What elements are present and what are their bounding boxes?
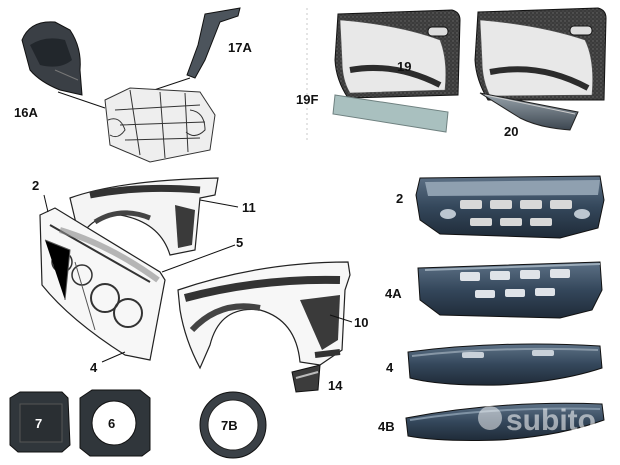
label-4a-bumper: 4A (385, 286, 402, 301)
label-4b: 4 (386, 360, 394, 375)
part-6-ring (79, 389, 151, 457)
part-7-bracket (9, 391, 71, 453)
label-17a: 17A (228, 40, 252, 55)
part-16a-inner-panel (21, 21, 83, 96)
label-2a: 2 (32, 178, 39, 193)
part-20-sill (479, 92, 579, 131)
watermark-text: subito (506, 404, 596, 437)
label-11: 11 (242, 200, 256, 215)
leader-10 (329, 314, 353, 323)
watermark-logo: subito (478, 404, 596, 437)
label-7b: 7B (221, 418, 238, 433)
leader-2a (43, 194, 49, 213)
label-16a: 16A (14, 105, 38, 120)
part-4b-bumper (405, 402, 605, 441)
part-17a-pillar (186, 7, 241, 79)
label-10: 10 (354, 315, 368, 330)
label-19: 19 (397, 59, 411, 74)
part-14-patch (291, 364, 321, 393)
part-front-mask (39, 207, 166, 361)
label-2b: 2 (396, 191, 403, 206)
label-19f: 19F (296, 92, 318, 107)
label-7: 7 (35, 416, 42, 431)
label-4b-bumper: 4B (378, 419, 395, 434)
leader-11 (199, 199, 239, 208)
part-4-bumper (407, 343, 603, 386)
part-10-quarter-panel (177, 261, 351, 370)
leader-4a (101, 351, 126, 363)
part-4a-bumper (417, 261, 603, 319)
part-7b-ring (199, 391, 267, 459)
label-6: 6 (108, 416, 115, 431)
label-14: 14 (328, 378, 343, 393)
leader-16a (57, 91, 106, 109)
part-11-fender (69, 177, 219, 256)
label-4a: 4 (90, 360, 98, 375)
part-2-bumper (415, 175, 605, 239)
leader-5 (161, 244, 236, 273)
part-engine-bay-frame (104, 87, 216, 163)
part-door-right (474, 7, 607, 101)
label-20: 20 (504, 124, 518, 139)
part-19f-strip (332, 94, 449, 133)
label-5: 5 (236, 235, 243, 250)
part-19-door (334, 9, 461, 99)
